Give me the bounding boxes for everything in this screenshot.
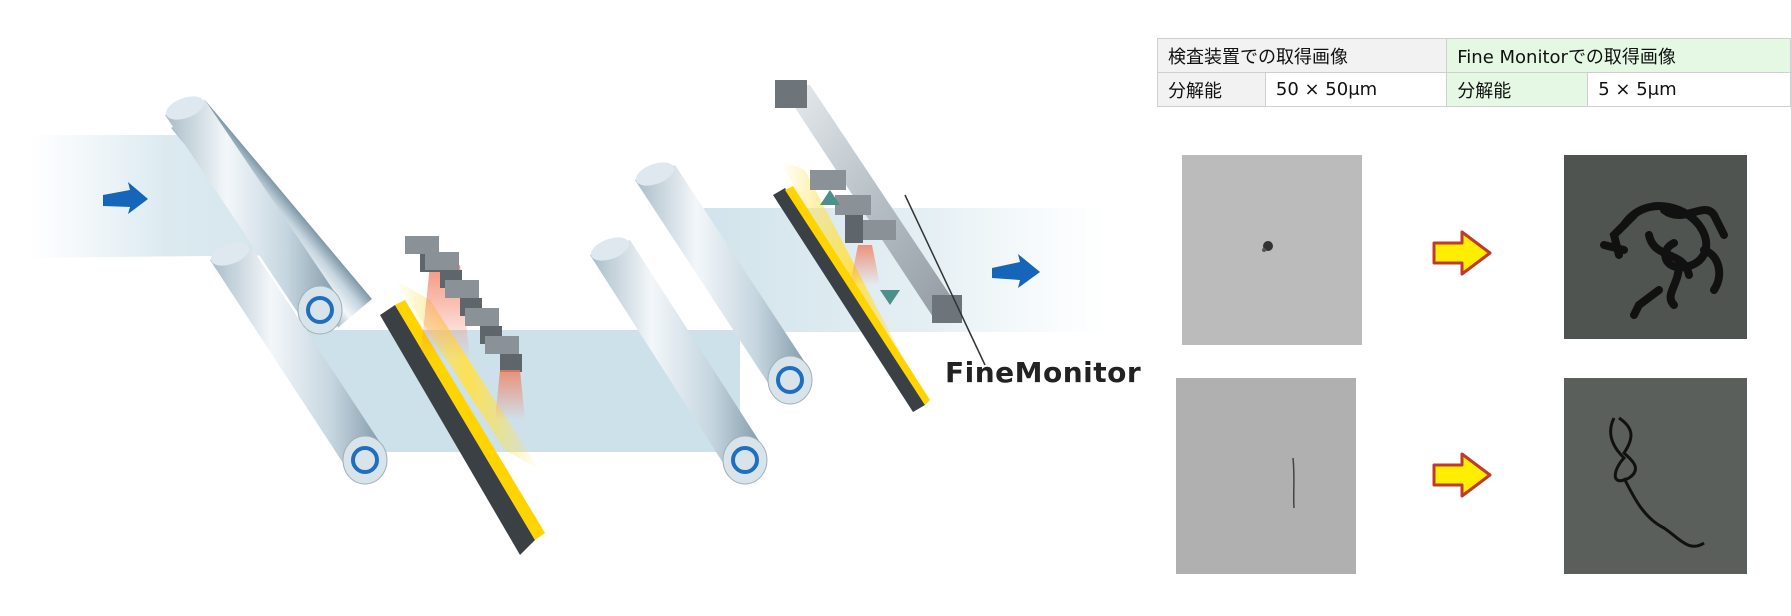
resolution-comparison-table: 検査装置での取得画像 Fine Monitorでの取得画像 分解能 50 × 5… — [1156, 38, 1791, 107]
finemonitor-image-tangled-fiber — [1564, 155, 1747, 339]
finemonitor-camera — [810, 170, 900, 305]
resolution-value-left: 50 × 50μm — [1264, 72, 1448, 107]
production-line-diagram — [30, 80, 1110, 555]
flow-arrow-in — [103, 182, 148, 214]
table-header-row: 検査装置での取得画像 Fine Monitorでの取得画像 — [1156, 38, 1791, 73]
compare-arrow-bottom — [1432, 452, 1492, 498]
roller-middle-low — [590, 237, 768, 485]
resolution-label-right: 分解能 — [1446, 72, 1589, 107]
header-finemonitor-images: Fine Monitorでの取得画像 — [1446, 38, 1791, 73]
inspection-cameras — [405, 236, 525, 420]
flow-arrow-out — [992, 254, 1040, 288]
finemonitor-label: FineMonitor — [945, 356, 1142, 389]
roller-middle-high — [635, 162, 813, 405]
inspection-image-line — [1176, 378, 1356, 574]
finemonitor-image-thread — [1564, 378, 1747, 574]
roller-bottom-left — [210, 242, 388, 485]
resolution-label-left: 分解能 — [1157, 72, 1266, 107]
finemonitor-leader-line — [904, 194, 986, 366]
resolution-value-right: 5 × 5μm — [1587, 72, 1791, 107]
compare-arrow-top — [1432, 230, 1492, 276]
table-resolution-row: 分解能 50 × 50μm 分解能 5 × 5μm — [1157, 72, 1791, 107]
roller-top-left — [165, 96, 343, 335]
inspection-image-dot — [1182, 155, 1362, 345]
header-inspection-images: 検査装置での取得画像 — [1156, 38, 1448, 73]
